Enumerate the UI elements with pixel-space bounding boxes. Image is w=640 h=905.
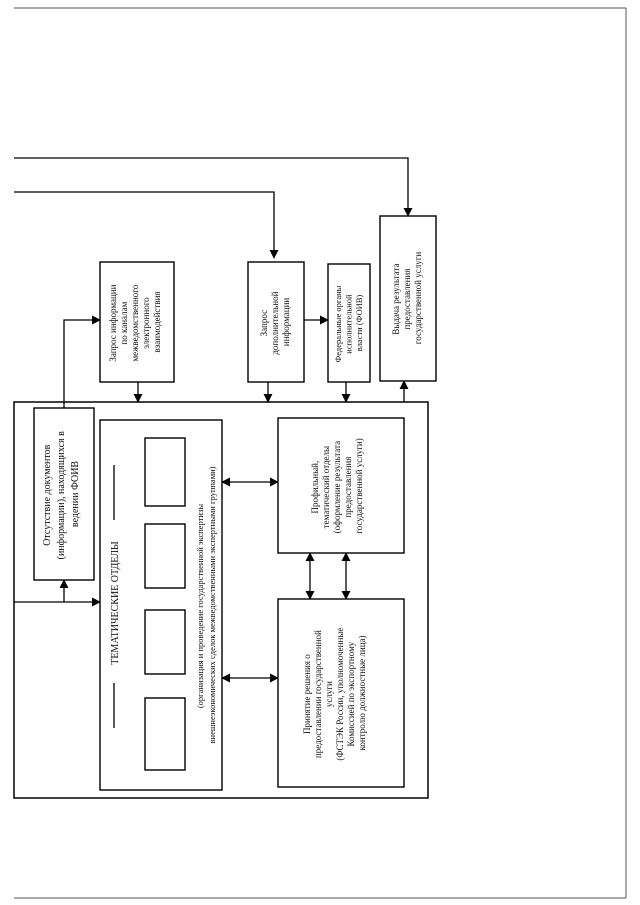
svg-text:(организация и проведение госу: (организация и проведение государственно…: [195, 466, 217, 743]
issue-result-line-3: государственной услуги: [413, 252, 423, 345]
profile-dept-line-2: тематический отделы: [321, 446, 331, 528]
absence-docs-line-3: ведении ФОИВ: [70, 461, 81, 528]
federal-bodies-line-3: власти (ФОИВ): [354, 295, 364, 352]
profile-dept-line-4: предоставления: [343, 457, 353, 518]
decision-line-2: предоставлении государственной: [313, 630, 323, 758]
additional-request-line-3: информации: [281, 298, 291, 347]
profile-dept-line-1: Профильный,: [310, 461, 320, 514]
svg-text:Выдача результата предос: Выдача результата предоставления государ…: [391, 252, 423, 345]
thematic-depts-line-2: внешнеэкономических сделок межведомствен…: [207, 466, 217, 743]
svg-text:Запрос дополнительной: Запрос дополнительной информации: [259, 289, 291, 354]
svg-text:Принятие решения о предо: Принятие решения о предоставлении госуда…: [302, 625, 367, 760]
decision-line-6: Комиссией по экспортному: [346, 641, 356, 746]
federal-bodies-line-2: исполнительной: [344, 294, 354, 354]
svg-text:Федеральные органы испол: Федеральные органы исполнительной власти…: [333, 284, 364, 363]
connector-top-to-issue-result: [14, 157, 413, 217]
profile-dept-box: Профильный, тематический отделы (оформле…: [277, 417, 405, 554]
additional-request-line-2: дополнительной: [270, 291, 280, 354]
issue-result-box: Выдача результата предоставления государ…: [379, 215, 437, 382]
profile-dept-line-5: государственной услуги): [354, 438, 364, 533]
issue-result-line-2: предоставления: [402, 269, 412, 330]
svg-text:Отсутствие документов (и: Отсутствие документов (информации), нахо…: [42, 429, 81, 560]
thematic-depts-line-1: (организация и проведение государственно…: [195, 504, 205, 709]
federal-bodies-box: Федеральные органы исполнительной власти…: [327, 263, 371, 383]
decision-line-5: (ФСТЭК России, уполномоченные: [335, 628, 345, 761]
additional-request-line-1: Запрос: [259, 310, 269, 336]
sub-dept-box-3: [144, 609, 186, 675]
decision-line-3: услуги: [324, 681, 334, 707]
profile-dept-line-3: (оформление результата: [332, 441, 342, 533]
absence-docs-line-2: (информации), находящихся в: [56, 431, 67, 560]
decision-line-7: контролю должностные лица): [357, 636, 367, 751]
connector-to-additional-request: [14, 191, 279, 259]
interagency-request-line-1: Запрос информации: [108, 284, 118, 361]
absence-docs-line-1: Отсутствие документов: [42, 444, 53, 545]
sub-dept-box-4: [144, 697, 186, 771]
sub-dept-box-1: [144, 437, 186, 507]
interagency-request-box: Запрос информации по каналам межведомств…: [99, 261, 175, 383]
additional-request-box: Запрос дополнительной информации: [247, 261, 305, 383]
thematic-depts-title: ТЕМАТИЧЕСКИЕ ОТДЕЛЫ: [110, 541, 121, 665]
federal-bodies-line-1: Федеральные органы: [333, 285, 343, 362]
interagency-request-line-3: межведомственного: [130, 284, 140, 361]
page-border: [14, 7, 627, 899]
thematic-depts-box: ТЕМАТИЧЕСКИЕ ОТДЕЛЫ (организация и прове…: [99, 419, 223, 791]
decision-line-1: Принятие решения о: [302, 654, 312, 734]
absence-docs-box: Отсутствие документов (информации), нахо…: [33, 407, 95, 581]
interagency-request-line-2: по каналам: [119, 301, 129, 344]
interagency-request-line-4: электронного: [141, 297, 151, 349]
decision-box: Принятие решения о предоставлении госуда…: [277, 598, 405, 788]
interagency-request-line-5: взаимодействия: [152, 291, 162, 352]
connector-absence-to-request: [63, 315, 101, 408]
sub-dept-box-2: [144, 523, 186, 589]
svg-text:Профильный, тематический: Профильный, тематический отделы (оформле…: [310, 438, 364, 533]
svg-text:Запрос информации по кан: Запрос информации по каналам межведомств…: [108, 282, 162, 361]
issue-result-line-1: Выдача результата: [391, 264, 401, 335]
main-container: [13, 401, 429, 799]
